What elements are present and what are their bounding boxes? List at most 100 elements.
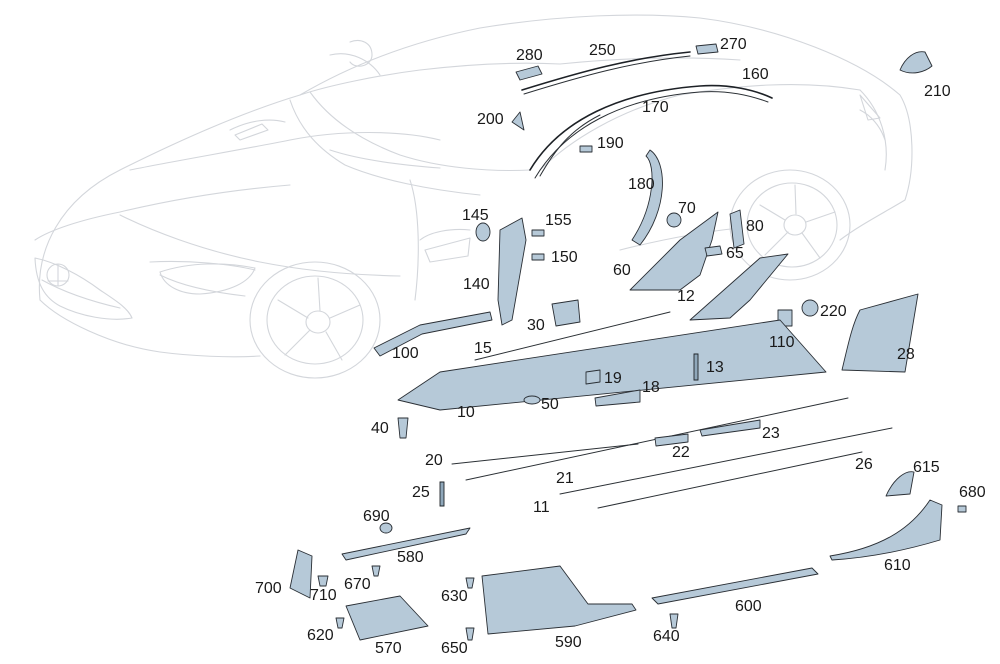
label-21: 21 — [556, 470, 574, 487]
label-710: 710 — [310, 587, 337, 604]
pin-25 — [439, 481, 445, 507]
clip-19 — [585, 369, 601, 385]
bracket-18 — [594, 389, 641, 407]
strip-20 — [451, 443, 639, 465]
bracket-30 — [551, 299, 581, 327]
screw-670 — [371, 565, 381, 577]
rear-flare-610 — [829, 499, 943, 561]
strip-15 — [474, 311, 671, 361]
part-23 — [699, 419, 761, 437]
washer-50 — [523, 395, 541, 405]
label-70: 70 — [678, 200, 696, 217]
label-23: 23 — [762, 425, 780, 442]
label-670: 670 — [344, 576, 371, 593]
roof-molding-250 — [521, 51, 691, 91]
door-frame-trim-160 — [529, 84, 773, 171]
label-615: 615 — [913, 459, 940, 476]
part-200 — [511, 111, 525, 131]
label-580: 580 — [397, 549, 424, 566]
part-615 — [885, 471, 915, 497]
strip-11 — [559, 427, 893, 495]
label-190: 190 — [597, 135, 624, 152]
main-sill-10 — [397, 319, 827, 411]
label-28: 28 — [897, 346, 915, 363]
door-seal-180 — [631, 149, 663, 246]
label-40: 40 — [371, 420, 389, 437]
panel-570 — [345, 595, 429, 641]
part-210 — [899, 51, 933, 74]
label-80: 80 — [746, 218, 764, 235]
screw-680 — [957, 505, 967, 513]
pin-40 — [397, 417, 409, 439]
label-680: 680 — [959, 484, 986, 501]
label-640: 640 — [653, 628, 680, 645]
label-280: 280 — [516, 47, 543, 64]
inner-panel-60 — [629, 211, 719, 291]
label-145: 145 — [462, 207, 489, 224]
part-145 — [475, 222, 491, 242]
label-570: 570 — [375, 640, 402, 657]
panel-28 — [841, 293, 919, 373]
part-labels: 280 250 270 160 170 210 200 190 180 145 … — [255, 36, 986, 657]
car-outline — [34, 14, 913, 379]
clip-270 — [695, 43, 719, 55]
label-200: 200 — [477, 111, 504, 128]
label-30: 30 — [527, 317, 545, 334]
part-690 — [379, 522, 393, 534]
part-22 — [654, 433, 689, 447]
label-26: 26 — [855, 456, 873, 473]
part-70 — [666, 212, 682, 228]
screw-640 — [669, 613, 679, 629]
part-700 — [289, 549, 313, 599]
screw-620 — [335, 617, 345, 629]
label-690: 690 — [363, 508, 390, 525]
label-220: 220 — [820, 303, 847, 320]
label-160: 160 — [742, 66, 769, 83]
label-150: 150 — [551, 249, 578, 266]
label-155: 155 — [545, 212, 572, 229]
trim-170 — [539, 114, 601, 177]
label-18: 18 — [642, 379, 660, 396]
bracket-100 — [373, 311, 493, 357]
label-270: 270 — [720, 36, 747, 53]
label-180: 180 — [628, 176, 655, 193]
part-65 — [704, 245, 723, 257]
screw-710 — [317, 575, 329, 587]
label-210: 210 — [924, 83, 951, 100]
label-15: 15 — [474, 340, 492, 357]
label-140: 140 — [463, 276, 490, 293]
label-60: 60 — [613, 262, 631, 279]
rear-skirt-12 — [689, 253, 789, 321]
label-10: 10 — [457, 404, 475, 421]
pillar-trim-140 — [497, 217, 527, 326]
label-12: 12 — [677, 288, 695, 305]
screw-190 — [579, 145, 593, 153]
strip-600 — [651, 567, 819, 605]
label-65: 65 — [726, 245, 744, 262]
label-700: 700 — [255, 580, 282, 597]
pin-13 — [693, 353, 699, 381]
label-25: 25 — [412, 484, 430, 501]
label-630: 630 — [441, 588, 468, 605]
screw-630 — [465, 577, 475, 589]
label-13: 13 — [706, 359, 724, 376]
strip-26 — [597, 451, 863, 509]
label-19: 19 — [604, 370, 622, 387]
part-80 — [729, 209, 745, 249]
label-22: 22 — [672, 444, 690, 461]
label-650: 650 — [441, 640, 468, 657]
screw-155 — [531, 229, 545, 237]
label-20: 20 — [425, 452, 443, 469]
strip-580 — [341, 527, 471, 561]
clip-280 — [515, 65, 543, 81]
label-600: 600 — [735, 598, 762, 615]
lower-cover-590 — [481, 565, 637, 635]
screw-650 — [465, 627, 475, 641]
label-620: 620 — [307, 627, 334, 644]
label-170: 170 — [642, 99, 669, 116]
screw-150 — [531, 253, 545, 261]
label-610: 610 — [884, 557, 911, 574]
label-110: 110 — [769, 334, 795, 351]
